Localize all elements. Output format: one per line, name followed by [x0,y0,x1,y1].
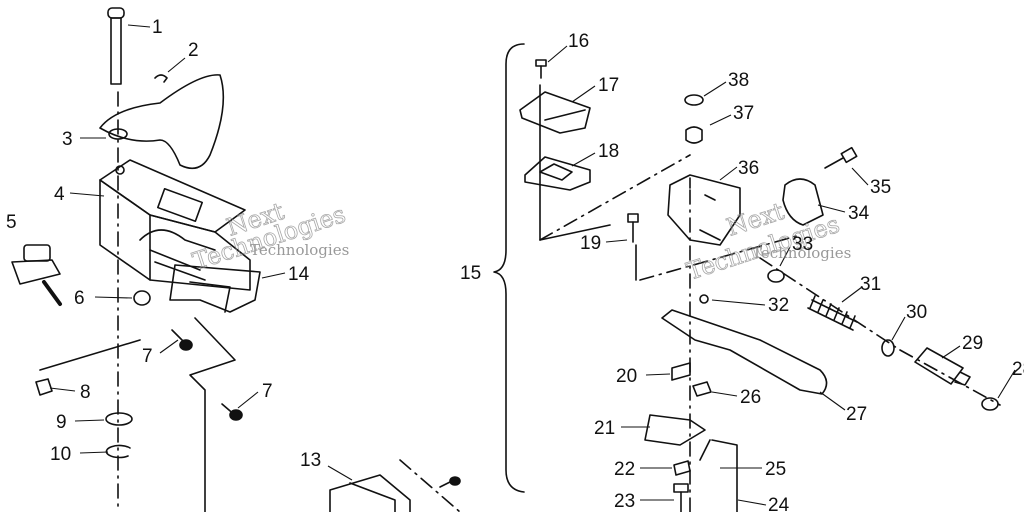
part-lever-nut [692,381,712,397]
part-clip [154,74,168,83]
part-pivot-pin [107,7,125,85]
leader-dashed-left [117,91,461,512]
callout-label: 28 [1012,359,1024,380]
callout-label: 18 [598,141,619,162]
leader-solid-left [39,317,236,512]
part-bracket-nut [673,460,691,476]
part-screw-bottom-head [449,476,461,486]
callout-label: 27 [846,404,867,425]
callout-label: 2 [188,40,199,61]
callout-label: 33 [792,234,813,255]
callout-label: 20 [616,366,637,387]
part-brake-switch [11,244,62,306]
callout-label: 5 [6,212,17,233]
callout-label: 3 [62,129,73,150]
callout-label: 26 [740,387,761,408]
leader-dashed-right [539,154,1001,512]
callout-label: 24 [768,495,790,512]
svg-text:Technologies: Technologies [752,244,851,262]
part-cylinder-housing [667,174,741,246]
part-piston-washer [881,339,895,357]
callout-label: 8 [80,382,91,403]
part-reservoir-cap [519,91,591,134]
part-o-ring [767,269,785,283]
part-screw-upper [171,329,193,351]
leader-solid-right [539,84,637,281]
part-switch-plate [699,439,738,512]
callout-label: 7 [262,381,273,402]
part-mounting-bolt [627,213,639,243]
part-brake-lever [99,74,225,170]
part-return-spring [807,295,858,331]
callout-label: 19 [580,233,601,254]
callout-labels: 1 2 3 4 5 6 7 7 8 9 10 13 14 15 16 17 18… [6,17,1024,512]
callout-label: 31 [860,274,881,295]
part-master-cylinder-body [99,159,251,291]
part-piston-seal [981,397,999,411]
part-pin [699,294,709,304]
callout-label: 36 [738,158,759,179]
callout-label: 21 [594,418,615,439]
callout-label: 17 [598,75,619,96]
callout-label: 15 [460,263,481,284]
part-screw-lower [221,403,243,421]
callout-label: 13 [300,450,321,471]
part-reservoir [329,474,411,512]
callout-label: 32 [768,295,789,316]
part-sealing-washer [684,94,704,106]
callout-label: 7 [142,346,153,367]
part-diaphragm [524,156,591,191]
part-nut [35,378,53,396]
part-spacer [671,362,691,381]
part-handlebar-clamp [782,178,824,226]
callout-label: 34 [848,203,870,224]
callout-label: 38 [728,70,749,91]
callout-label: 22 [614,459,635,480]
callout-label: 4 [54,184,65,205]
part-switch-bracket [644,414,706,446]
part-cap-screw [535,59,547,79]
callout-label: 10 [50,444,71,465]
callout-15-brace [493,43,525,493]
part-clamp-screw [824,146,858,169]
part-mounting-clamp [169,264,261,313]
part-circlip [105,444,131,459]
callout-label: 1 [152,17,163,38]
part-hand-lever [661,309,828,395]
callout-label: 30 [906,302,927,323]
part-washer [105,412,133,426]
callout-label: 35 [870,177,891,198]
callout-label: 37 [733,103,754,124]
svg-text:Technologies: Technologies [250,241,349,259]
callout-label: 16 [568,31,589,52]
callout-label: 6 [74,288,85,309]
part-bushing [133,290,151,306]
callout-label: 25 [765,459,786,480]
part-sleeve [685,126,703,144]
part-bracket-screw [673,483,689,512]
callout-label: 14 [288,264,310,285]
callout-leaders [49,24,1016,506]
callout-label: 9 [56,412,67,433]
callout-label: 23 [614,491,635,512]
callout-label: 29 [962,333,983,354]
